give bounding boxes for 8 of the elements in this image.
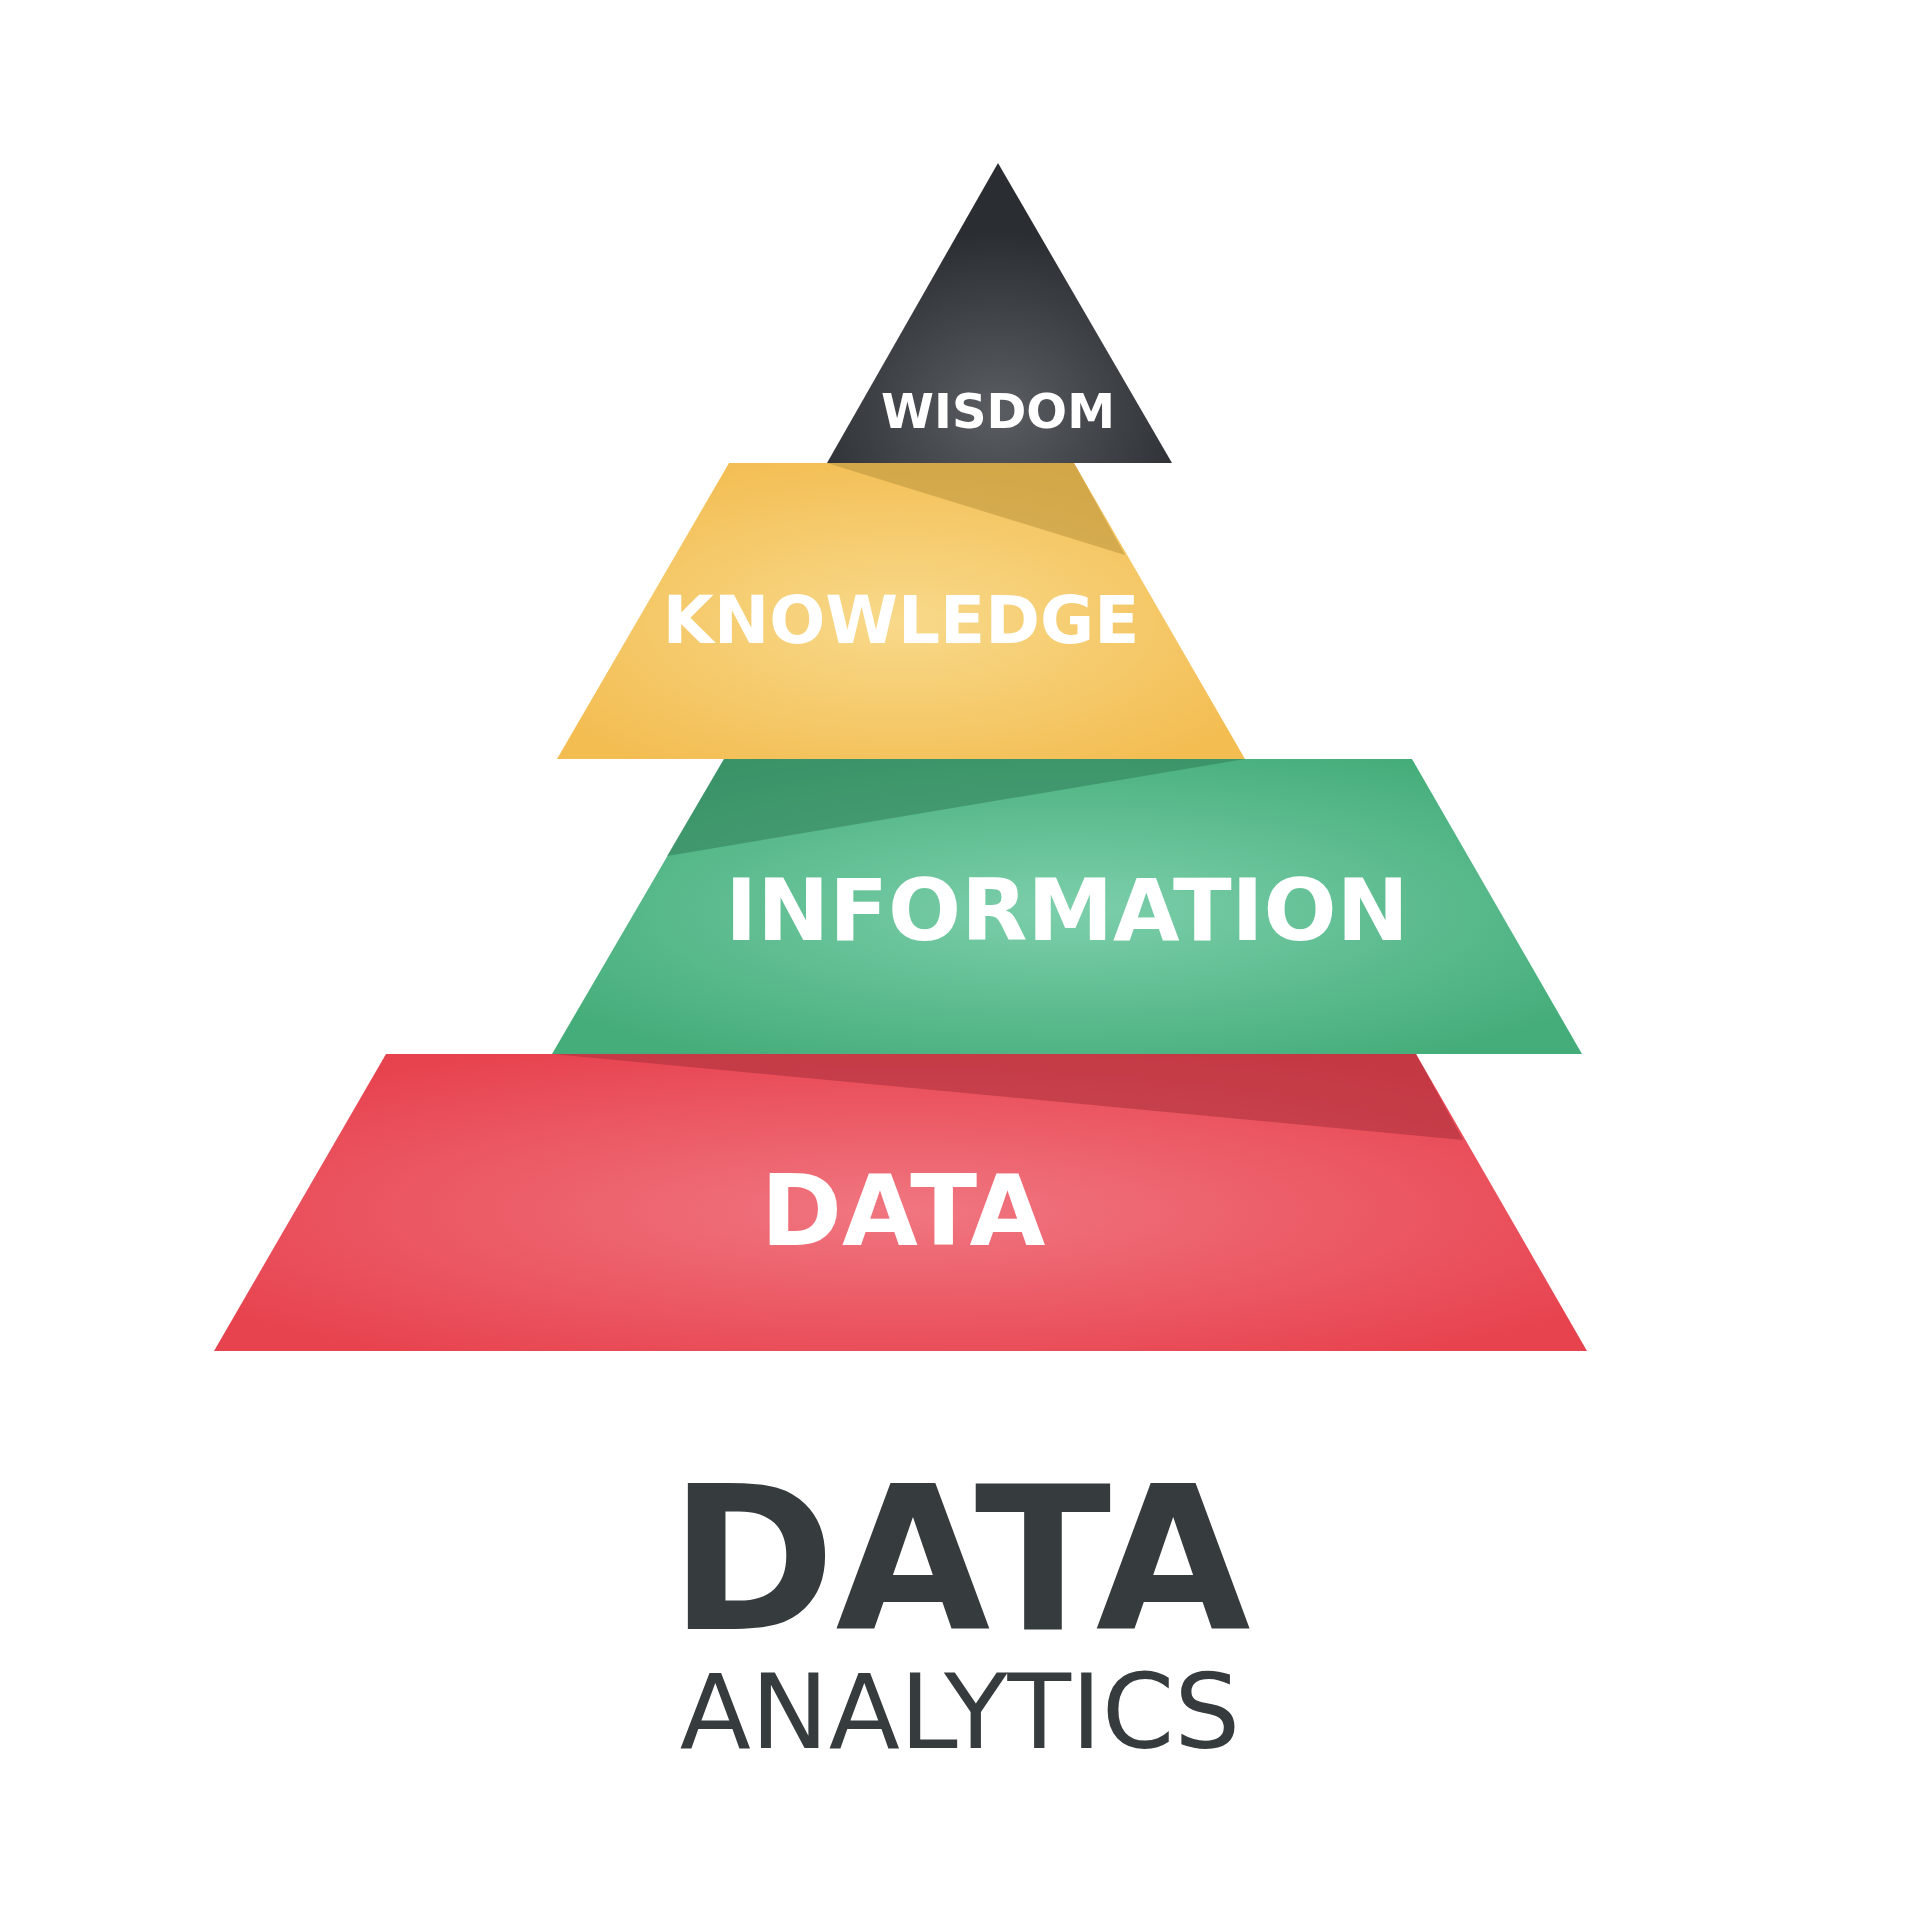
pyramid-tier <box>557 463 1245 759</box>
tier-label: WISDOM <box>881 387 1115 435</box>
pyramid-tier <box>214 1054 1587 1351</box>
pyramid-tier <box>827 163 1172 463</box>
tier-label: DATA <box>760 1162 1046 1260</box>
tier-label: KNOWLEDGE <box>662 588 1140 654</box>
tier-label: INFORMATION <box>725 867 1409 953</box>
pyramid-tier <box>552 759 1582 1054</box>
